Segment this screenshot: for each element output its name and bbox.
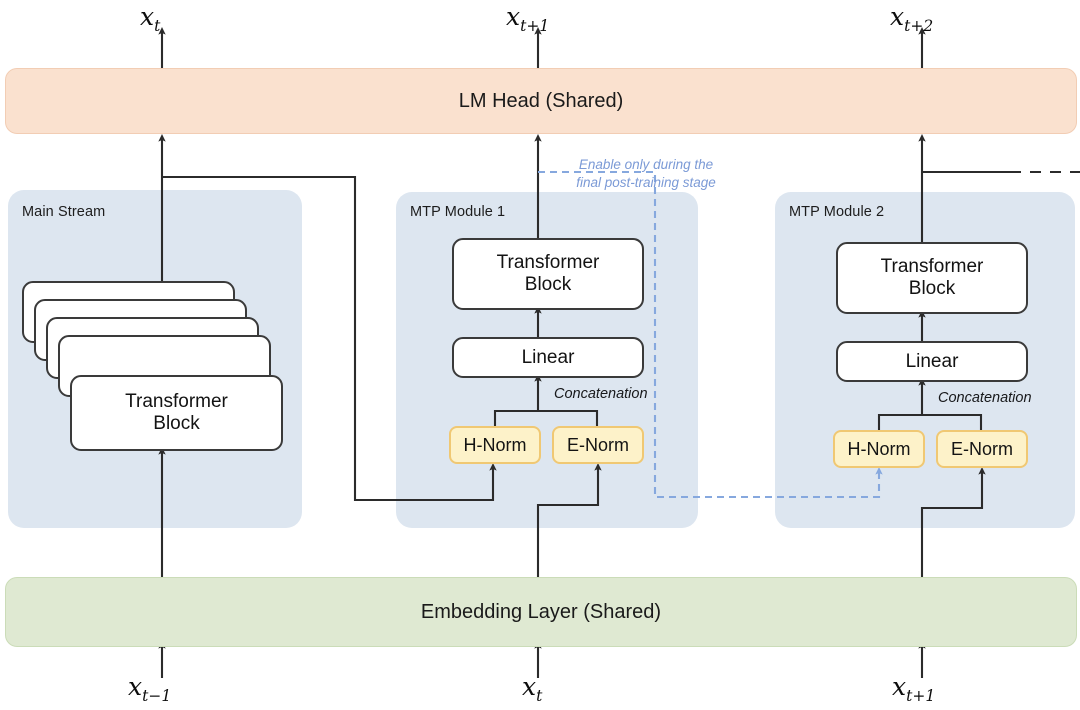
- linear-block-mtp-1: Linear: [452, 337, 644, 378]
- panel-label-main-stream: Main Stream: [22, 204, 106, 220]
- transformer-block-label-line2: Block: [524, 274, 572, 295]
- enable-note: Enable only during the final post-traini…: [556, 156, 736, 192]
- h-norm-label: H-Norm: [463, 434, 527, 455]
- h-norm-chip-mtp-2: H-Norm: [833, 430, 925, 468]
- transformer-block-label-line1: Transformer: [125, 391, 228, 413]
- transformer-block-label-line2: Block: [908, 278, 956, 299]
- input-token-t-plus-1: xt+1: [892, 672, 935, 705]
- output-token-t-base: x: [140, 2, 155, 31]
- linear-label: Linear: [905, 350, 959, 372]
- transformer-block-label-line1: Transformer: [880, 256, 984, 278]
- output-token-t-plus-1-sub: t+1: [520, 17, 550, 35]
- input-token-t-plus-1-base: x: [892, 672, 907, 701]
- concatenation-label-mtp-2: Concatenation: [938, 390, 1032, 406]
- embedding-layer-label: Embedding Layer (Shared): [420, 600, 662, 623]
- input-token-t: xt: [522, 672, 542, 705]
- output-token-t-plus-1: xt+1: [506, 2, 549, 35]
- transformer-block-mtp-1: Transformer Block: [452, 238, 644, 310]
- embedding-layer-bar: Embedding Layer (Shared): [5, 577, 1077, 647]
- enable-note-line1: Enable only during the: [578, 157, 714, 172]
- lm-head-label: LM Head (Shared): [458, 89, 624, 112]
- e-norm-chip-mtp-1: E-Norm: [552, 426, 644, 464]
- h-norm-chip-mtp-1: H-Norm: [449, 426, 541, 464]
- enable-note-line2: final post-training stage: [576, 175, 716, 191]
- transformer-block-label-line2: Block: [153, 413, 200, 434]
- input-token-t-minus-1-sub: t−1: [142, 687, 172, 705]
- concatenation-label-mtp-1: Concatenation: [554, 386, 648, 402]
- lm-head-bar: LM Head (Shared): [5, 68, 1077, 134]
- output-token-t-plus-2: xt+2: [890, 2, 933, 35]
- transformer-block-label-line1: Transformer: [496, 252, 600, 274]
- output-token-t-plus-2-base: x: [890, 2, 905, 31]
- panel-label-mtp-module-1: MTP Module 1: [410, 204, 506, 220]
- output-token-t-plus-1-base: x: [506, 2, 521, 31]
- input-token-t-minus-1-base: x: [128, 672, 143, 701]
- transformer-block-main-stream: Transformer Block: [70, 375, 283, 451]
- panel-label-mtp-module-2: MTP Module 2: [789, 204, 885, 220]
- input-token-t-base: x: [522, 672, 537, 701]
- output-token-t-sub: t: [154, 17, 161, 35]
- transformer-block-mtp-2: Transformer Block: [836, 242, 1028, 314]
- input-token-t-minus-1: xt−1: [128, 672, 171, 705]
- e-norm-label: E-Norm: [567, 434, 629, 455]
- input-token-t-sub: t: [536, 687, 543, 705]
- e-norm-label: E-Norm: [951, 438, 1013, 459]
- input-token-t-plus-1-sub: t+1: [906, 687, 936, 705]
- h-norm-label: H-Norm: [847, 438, 911, 459]
- linear-block-mtp-2: Linear: [836, 341, 1028, 382]
- output-token-t: xt: [140, 2, 160, 35]
- output-token-t-plus-2-sub: t+2: [904, 17, 934, 35]
- linear-label: Linear: [521, 346, 575, 368]
- e-norm-chip-mtp-2: E-Norm: [936, 430, 1028, 468]
